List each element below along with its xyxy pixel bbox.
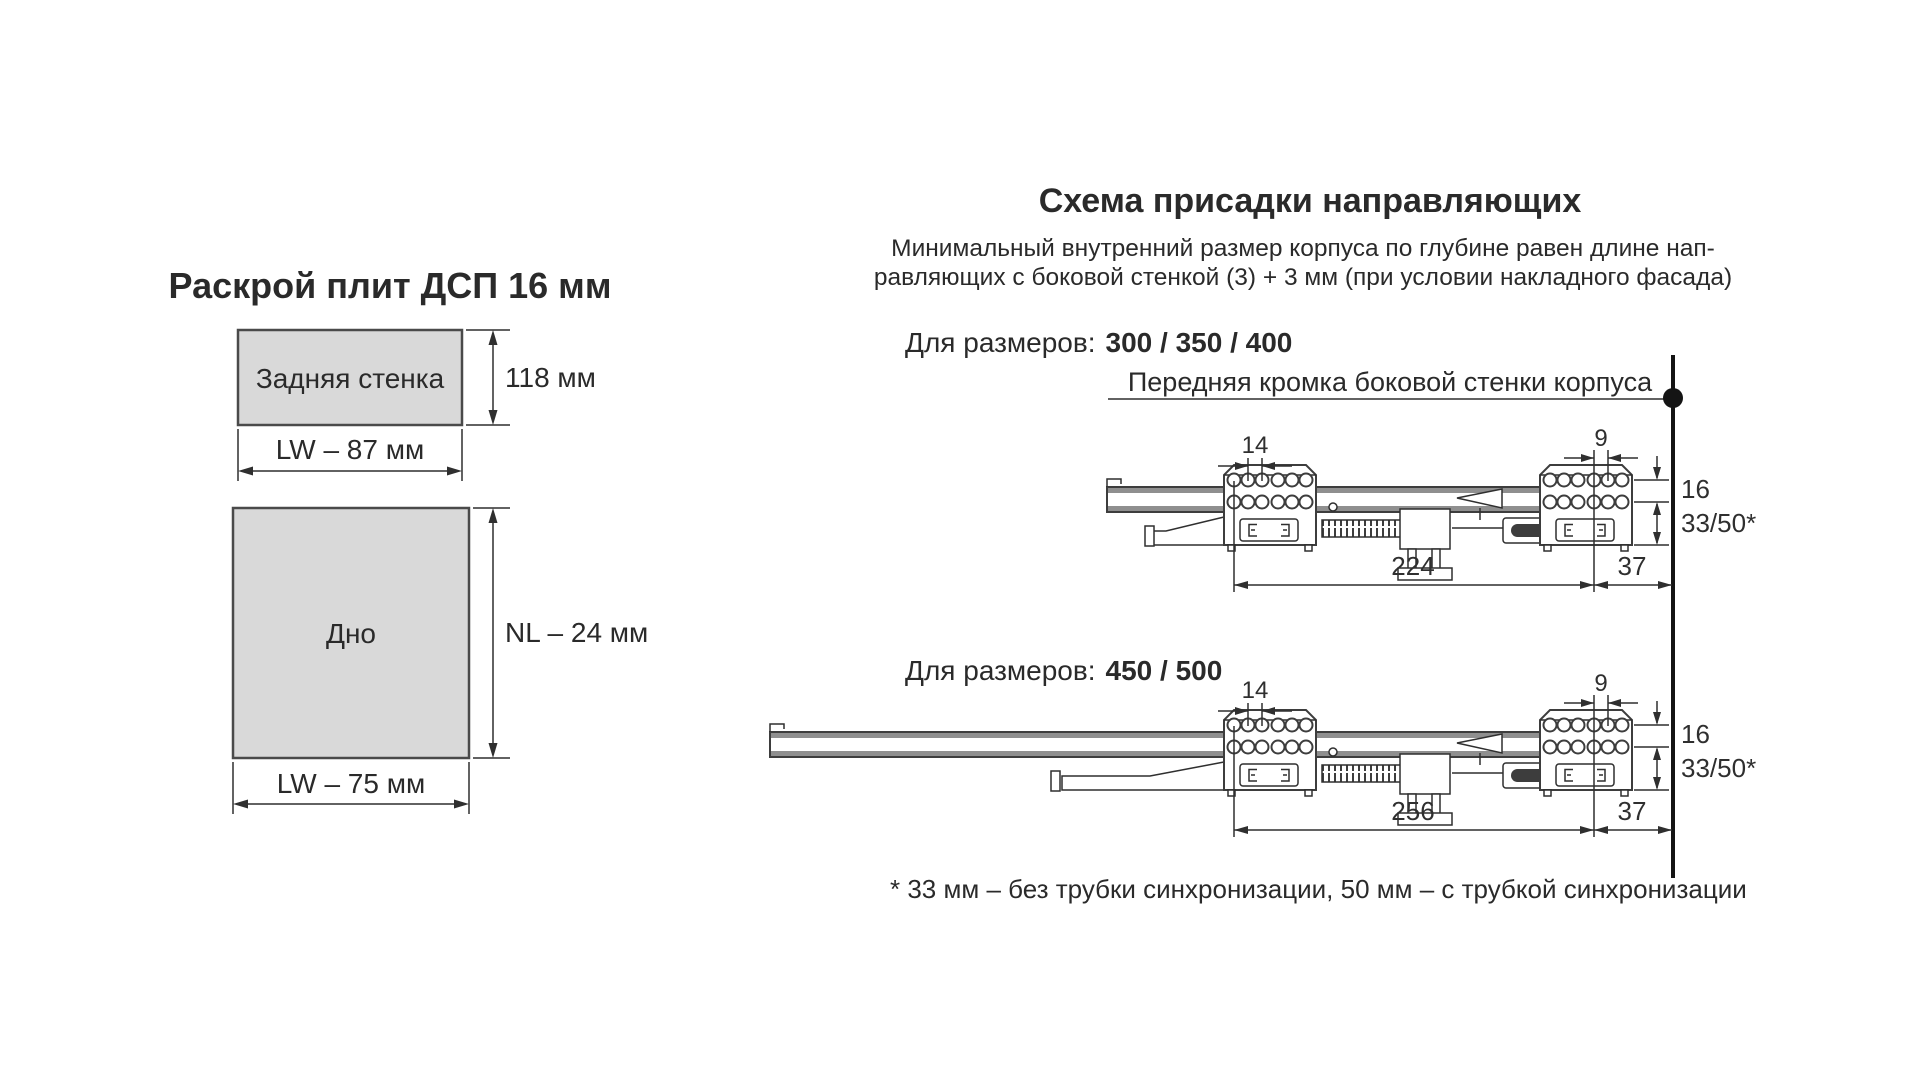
description-line-1: Минимальный внутренний размер корпуса по… <box>891 235 1715 262</box>
group1-sizes-label: Для размеров:300 / 350 / 400 <box>905 327 1292 358</box>
bottom-panel-width-dimension: LW – 75 мм <box>232 762 470 814</box>
dimensions-450-500: 14 9 16 33/50* <box>1218 670 1756 837</box>
footnote: * 33 мм – без трубки синхронизации, 50 м… <box>890 874 1747 904</box>
slide-diagram-450-500: 14 9 16 33/50* <box>769 670 1756 837</box>
cutting-title: Раскрой плит ДСП 16 мм <box>169 265 612 306</box>
dim-bottom-offset-2: 33/50* <box>1681 753 1756 783</box>
drawer-profile-1 <box>1144 516 1225 547</box>
group2-sizes-label: Для размеров:450 / 500 <box>905 655 1222 686</box>
front-edge-dot <box>1663 388 1683 408</box>
drilling-section: Схема присадки направляющих Минимальный … <box>769 182 1756 904</box>
dim-pitch-right-2: 9 <box>1594 670 1607 697</box>
dimensions-300-400: 14 9 16 33/50* <box>1218 425 1756 592</box>
dim-front-gap-2: 37 <box>1618 796 1647 826</box>
dim-length-1: 224 <box>1391 551 1434 581</box>
back-panel-label: Задняя стенка <box>256 363 445 394</box>
back-panel-height-label: 118 мм <box>505 362 596 393</box>
bottom-panel-height-label: NL – 24 мм <box>505 617 648 648</box>
back-panel-width-dimension: LW – 87 мм <box>237 429 463 481</box>
back-panel-width-label: LW – 87 мм <box>276 434 424 465</box>
bottom-panel-width-label: LW – 75 мм <box>277 768 425 799</box>
bottom-panel-label: Дно <box>326 618 376 649</box>
slide-diagram-300-400: 14 9 16 33/50* <box>1106 425 1756 592</box>
dim-bottom-offset-1: 33/50* <box>1681 508 1756 538</box>
bottom-panel-height-dimension: NL – 24 мм <box>473 507 648 759</box>
drawer-profile-2 <box>1050 761 1225 792</box>
dim-front-gap-1: 37 <box>1618 551 1647 581</box>
dim-length-2: 256 <box>1391 796 1434 826</box>
dim-pitch-right-1: 9 <box>1594 425 1607 452</box>
front-edge-label: Передняя кромка боковой стенки корпуса <box>1128 367 1653 397</box>
dim-pitch-left-2: 14 <box>1242 677 1269 704</box>
dim-row-gap-2: 16 <box>1681 719 1710 749</box>
dim-pitch-left-1: 14 <box>1242 432 1269 459</box>
back-panel-rect <box>236 328 464 427</box>
back-panel-height-dimension: 118 мм <box>466 329 596 426</box>
drilling-title: Схема присадки направляющих <box>1039 182 1582 220</box>
dim-row-gap-1: 16 <box>1681 474 1710 504</box>
cutting-section: Раскрой плит ДСП 16 мм Задняя стенка 118… <box>169 265 648 814</box>
description-line-2: равляющих с боковой стенкой (3) + 3 мм (… <box>874 264 1732 291</box>
bottom-panel-rect <box>231 506 471 760</box>
